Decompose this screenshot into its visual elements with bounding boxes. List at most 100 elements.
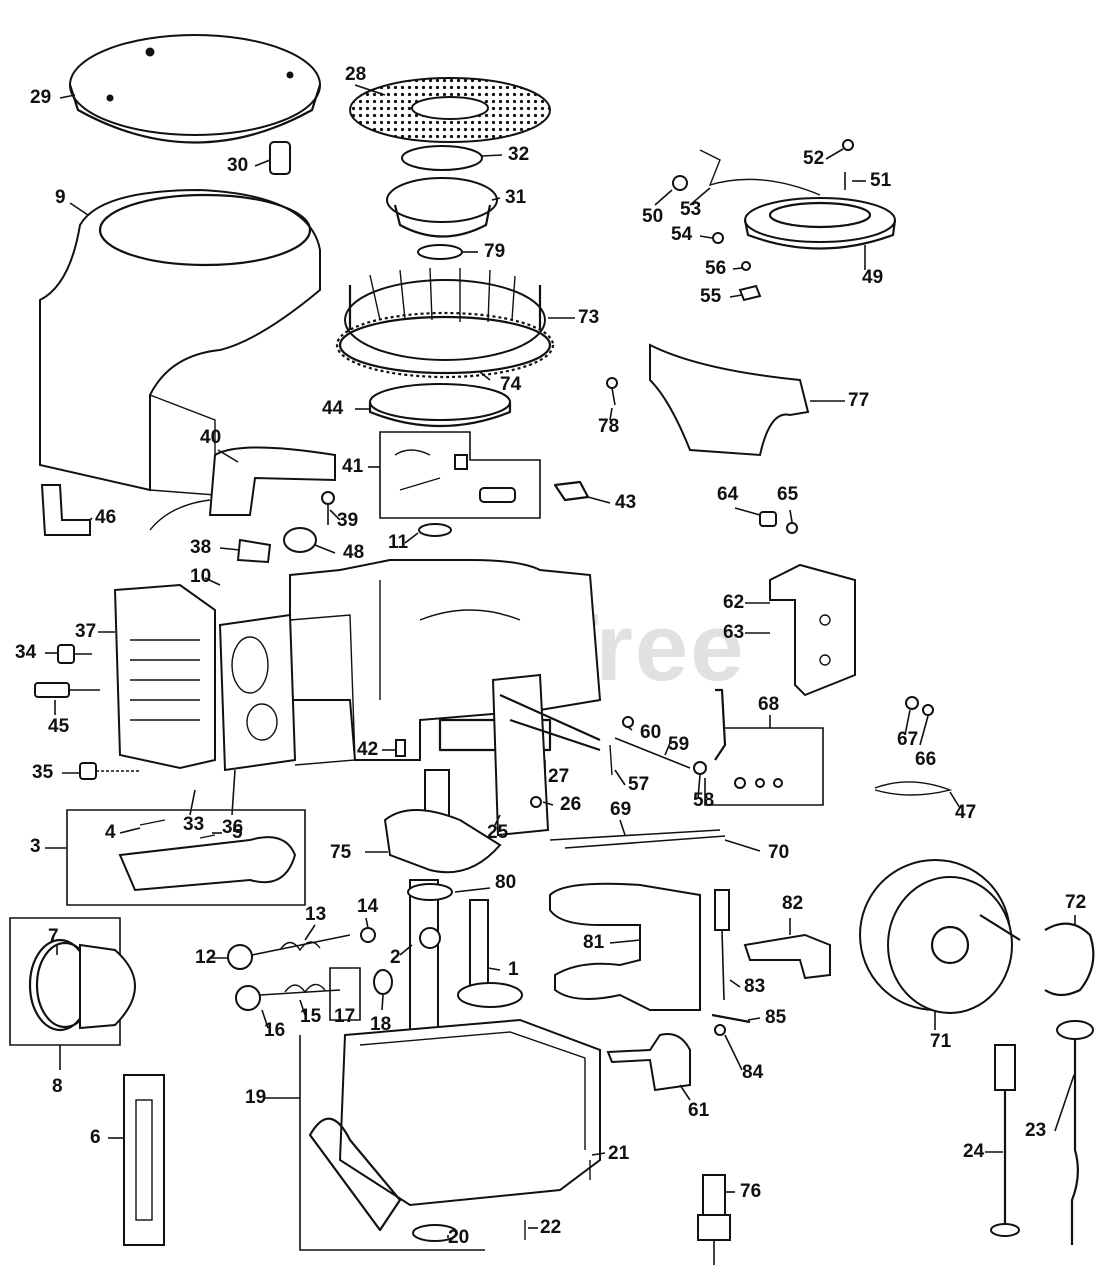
leader-line-78 [609, 407, 613, 421]
part-45-fitting [34, 682, 100, 698]
callout-51: 51 [870, 170, 892, 191]
callout-39: 39 [337, 510, 358, 531]
part-75-crankshaft [383, 769, 502, 1031]
leader-line-47 [949, 791, 961, 809]
part-76-spark-plug [697, 1174, 731, 1265]
part-34-plug [57, 644, 92, 664]
callout-4: 4 [105, 822, 116, 843]
part-13-spring [279, 941, 321, 952]
part-35-bolt [79, 762, 140, 780]
callout-2: 2 [390, 947, 401, 968]
callout-75: 75 [330, 842, 352, 863]
leader-line-61 [679, 1084, 691, 1101]
callout-6: 6 [90, 1127, 101, 1148]
leader-line-32 [481, 154, 503, 157]
leader-line-26 [542, 801, 554, 806]
part-66-nut [922, 704, 934, 716]
part-83-rod [714, 889, 730, 1001]
leader-line-16 [261, 1009, 269, 1029]
callout-69: 69 [610, 799, 631, 820]
part-30-spacer [269, 141, 291, 175]
callout-49: 49 [862, 267, 883, 288]
leader-line-55 [729, 294, 743, 298]
callout-57: 57 [628, 774, 649, 795]
part-82-lever [743, 933, 831, 980]
leader-line-21 [591, 1152, 606, 1156]
leader-line-18 [381, 994, 384, 1011]
part-14-retainer [360, 927, 376, 943]
callout-55: 55 [700, 286, 722, 307]
callout-32: 32 [508, 144, 529, 165]
part-59-rod [614, 737, 691, 769]
callout-66: 66 [915, 749, 936, 770]
part-81-bracket [549, 882, 701, 1011]
callout-53: 53 [680, 199, 701, 220]
callout-9: 9 [55, 187, 66, 208]
callout-58: 58 [693, 790, 714, 811]
callout-46: 46 [95, 507, 116, 528]
part-31-clutch [386, 177, 498, 238]
leader-line-14 [365, 917, 369, 929]
callout-59: 59 [668, 734, 689, 755]
part-71-muffler [859, 859, 1021, 1014]
callout-50: 50 [642, 206, 663, 227]
callout-63: 63 [723, 622, 744, 643]
callout-68: 68 [758, 694, 779, 715]
leader-line-57 [614, 769, 626, 786]
callout-78: 78 [598, 416, 619, 437]
leader-line-1 [487, 967, 501, 971]
leader-line-43 [587, 496, 611, 504]
part-48-coil [283, 527, 317, 553]
part-79-washer [417, 244, 463, 260]
part-78-screw [606, 377, 618, 406]
leader-line-56 [732, 267, 743, 270]
part-52-screw [842, 139, 854, 151]
callout-43: 43 [615, 492, 636, 513]
callout-74: 74 [500, 374, 522, 395]
callout-77: 77 [848, 390, 869, 411]
part-17-kit [329, 967, 361, 1021]
part-43-link [553, 480, 590, 502]
part-68-kit [704, 688, 824, 806]
callout-41: 41 [342, 456, 364, 477]
part-42-dowel [395, 739, 406, 757]
leader-line-83 [729, 979, 741, 988]
part-72-shield [1044, 922, 1095, 997]
part-73-flywheel [338, 267, 552, 375]
leader-line-81 [609, 939, 641, 944]
part-drawings [9, 34, 1095, 1265]
part-23-dipstick [1056, 1020, 1094, 1245]
callout-1: 1 [508, 959, 519, 980]
part-65-screw [786, 522, 798, 534]
callout-17: 17 [334, 1006, 355, 1027]
part-85-link [711, 1013, 751, 1024]
callout-28: 28 [345, 64, 366, 85]
part-44-plate [368, 383, 512, 428]
part-60-washer [622, 716, 634, 728]
part-20-washer [412, 1224, 458, 1242]
callout-67: 67 [897, 729, 918, 750]
leader-line-74 [479, 371, 491, 381]
callout-7: 7 [48, 926, 59, 947]
callout-20: 20 [448, 1227, 469, 1248]
leader-line-84 [724, 1034, 743, 1071]
callout-23: 23 [1025, 1120, 1046, 1141]
part-61-governor [606, 1033, 691, 1092]
part-28-screen [349, 77, 551, 143]
part-36-gasket [218, 613, 297, 772]
callout-71: 71 [930, 1031, 952, 1052]
callout-36: 36 [222, 817, 243, 838]
leader-line-48 [314, 544, 336, 554]
callout-34: 34 [15, 642, 37, 663]
callout-15: 15 [300, 1006, 322, 1027]
callout-83: 83 [744, 976, 765, 997]
leader-line-54 [699, 235, 713, 239]
part-77-shroud [649, 343, 810, 457]
callout-37: 37 [75, 621, 96, 642]
callout-11: 11 [388, 532, 409, 553]
callout-48: 48 [343, 542, 364, 563]
leader-line-52 [825, 148, 844, 160]
leader-line-28 [354, 84, 386, 96]
callout-38: 38 [190, 537, 211, 558]
callout-27: 27 [548, 766, 569, 787]
